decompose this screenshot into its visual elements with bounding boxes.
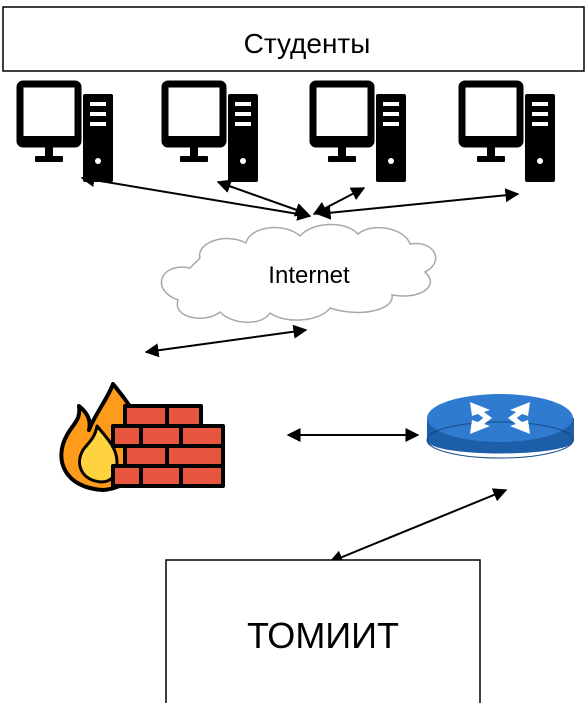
arrow-computer-2 (216, 179, 310, 217)
computer-2 (165, 84, 258, 182)
tomiit-box: ТОМИИТ (165, 559, 481, 703)
computer-3 (313, 84, 406, 182)
router-icon (426, 394, 574, 459)
computer-4 (462, 84, 555, 182)
arrows-computers (80, 173, 520, 221)
students-box: Студенты (2, 6, 585, 72)
arrow-internet-firewall (144, 324, 308, 358)
computer-1 (20, 84, 113, 182)
arrow-router-tomiit (328, 488, 508, 564)
arrow-computer-4 (316, 188, 520, 220)
students-label: Студенты (244, 28, 371, 59)
firewall-icon (59, 382, 225, 492)
internet-label: Internet (268, 262, 350, 289)
arrow-computer-1 (80, 173, 312, 221)
cloud-icon (160, 223, 437, 323)
tomiit-label: ТОМИИТ (247, 615, 399, 656)
internet-cloud: Internet (160, 223, 437, 323)
